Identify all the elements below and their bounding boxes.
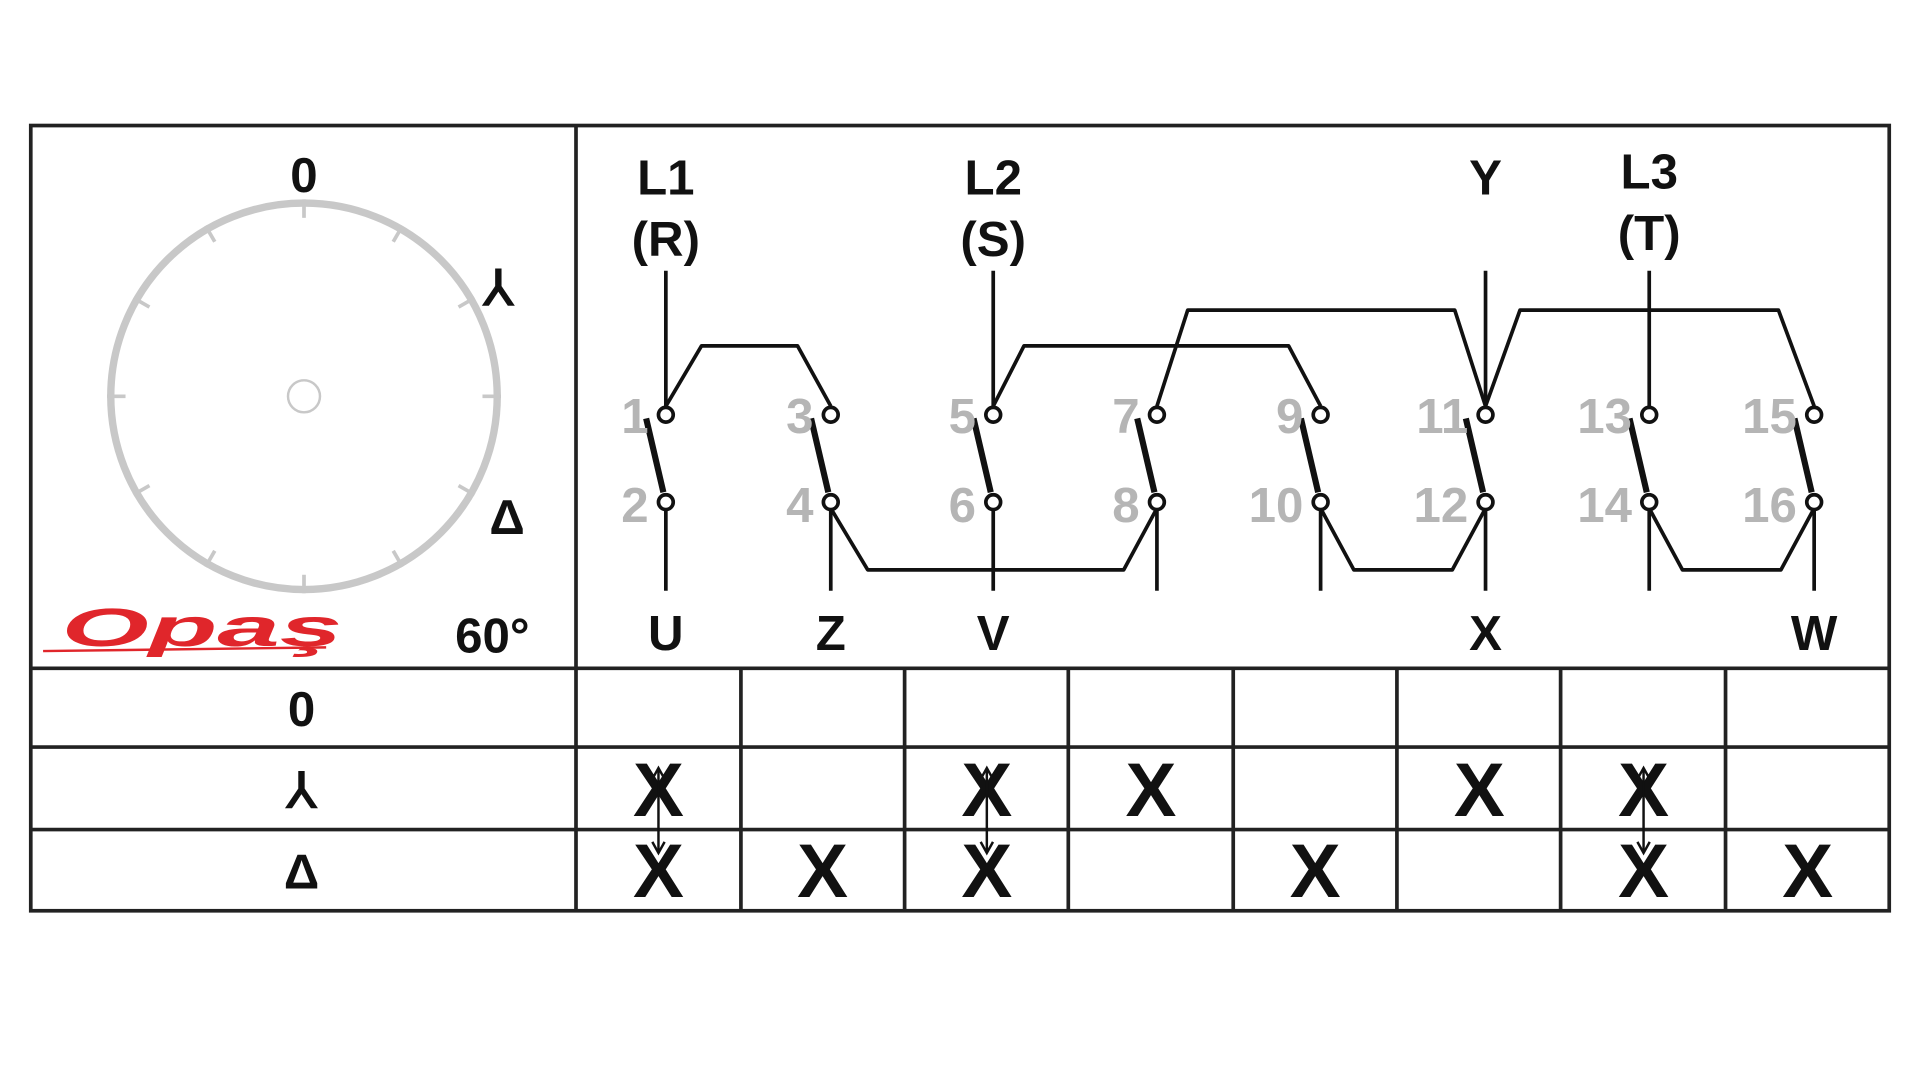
contact-number: 16: [1742, 478, 1797, 533]
switch-contact-pair: 11 12: [1414, 389, 1495, 591]
contact-number: 6: [949, 478, 976, 533]
line-terminal-sublabel: (S): [960, 212, 1026, 267]
switch-contact-pair: 78: [1112, 389, 1167, 591]
contact-number: 2: [621, 478, 648, 533]
line-terminal-label: L3: [1621, 144, 1678, 199]
line-terminal-label: L1: [637, 150, 694, 205]
table-row-label: ⅄: [284, 763, 318, 818]
dial-tick: [457, 483, 476, 497]
contact-closed-mark: X: [1782, 829, 1833, 914]
line-terminal-label: Y: [1469, 150, 1502, 205]
line-terminal-sublabel: (R): [632, 212, 700, 267]
contact-number: 10: [1249, 478, 1304, 533]
switch-contact-pair: 13 14: [1577, 389, 1659, 591]
table-row-label: 0: [288, 682, 315, 737]
contact-number: 3: [786, 389, 813, 444]
switching-angle: 60°: [455, 608, 529, 663]
contact-number: 11: [1416, 389, 1468, 444]
dial-position-delta: Δ: [489, 490, 524, 545]
dial-tick: [457, 296, 476, 309]
contact-closed-mark: X: [797, 829, 848, 914]
contact-number: 12: [1414, 478, 1469, 533]
switch-contact-pair: 34: [786, 389, 841, 591]
line-terminal-sublabel: (T): [1618, 206, 1681, 261]
dial-tick: [132, 483, 151, 497]
motor-terminal-label: U: [648, 606, 684, 661]
contact-number: 15: [1742, 389, 1797, 444]
switch-contact-pair: 56: [949, 389, 1003, 591]
switch-contact-pair: 9 10: [1249, 389, 1330, 591]
contact-number: 5: [949, 389, 976, 444]
table-row-label: Δ: [284, 845, 319, 900]
contact-number: 9: [1276, 389, 1303, 444]
rotary-dial: 0 ⅄ Δ 60° Opaş: [43, 148, 530, 663]
dial-tick: [132, 296, 151, 309]
contact-closed-mark: X: [1454, 748, 1505, 833]
switch-contact-pair: 12: [621, 389, 676, 591]
dial-tick: [203, 549, 217, 568]
opas-logo: Opaş: [43, 598, 342, 658]
line-terminal-label: L2: [965, 150, 1022, 205]
contact-closed-mark: X: [1290, 829, 1341, 914]
motor-terminal-label: W: [1791, 606, 1838, 661]
contact-number: 4: [786, 478, 814, 533]
frame: [28, 123, 1892, 913]
dial-position-star: ⅄: [481, 261, 515, 316]
motor-terminal-label: Z: [816, 606, 846, 661]
motor-terminal-label: V: [977, 606, 1010, 661]
dial-position-0: 0: [290, 148, 317, 203]
contact-closed-mark: X: [1126, 748, 1177, 833]
contact-number: 7: [1112, 389, 1139, 444]
dial-tick: [203, 224, 217, 243]
contact-number: 13: [1577, 389, 1632, 444]
contact-number: 1: [621, 389, 648, 444]
contact-number: 14: [1577, 478, 1632, 533]
motor-terminal-label: X: [1469, 606, 1502, 661]
dial-tick: [391, 224, 405, 243]
dial-tick: [391, 549, 405, 568]
contact-number: 8: [1112, 478, 1139, 533]
